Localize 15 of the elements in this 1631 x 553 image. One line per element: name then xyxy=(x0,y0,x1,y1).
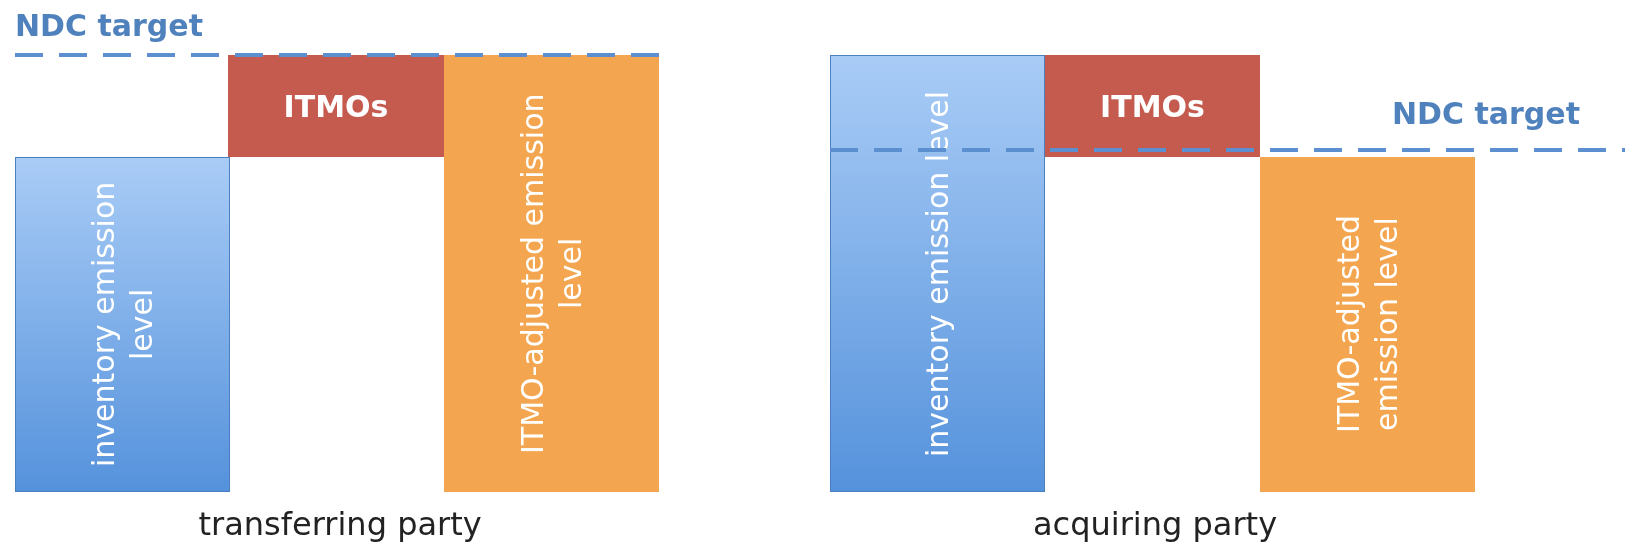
bar-label: ITMO-adjusted emission level xyxy=(514,92,589,456)
bar-label: ITMO-adjusted emission level xyxy=(1330,214,1405,436)
bar-label: ITMOs xyxy=(1100,88,1205,124)
inventory-bar xyxy=(15,157,230,492)
itmo-bar xyxy=(1045,55,1260,157)
bar-label: ITMOs xyxy=(283,88,389,124)
adjusted-bar xyxy=(444,55,659,492)
adjusted-bar xyxy=(1260,157,1475,492)
group-caption: transferring party xyxy=(198,505,482,543)
group-caption: acquiring party xyxy=(1033,505,1278,543)
target-label: NDC target xyxy=(1392,96,1580,131)
inventory-bar xyxy=(830,55,1045,492)
itmo-bar xyxy=(228,55,444,157)
bar-label: inventory emission level xyxy=(85,180,160,470)
target-label: NDC target xyxy=(15,8,203,43)
